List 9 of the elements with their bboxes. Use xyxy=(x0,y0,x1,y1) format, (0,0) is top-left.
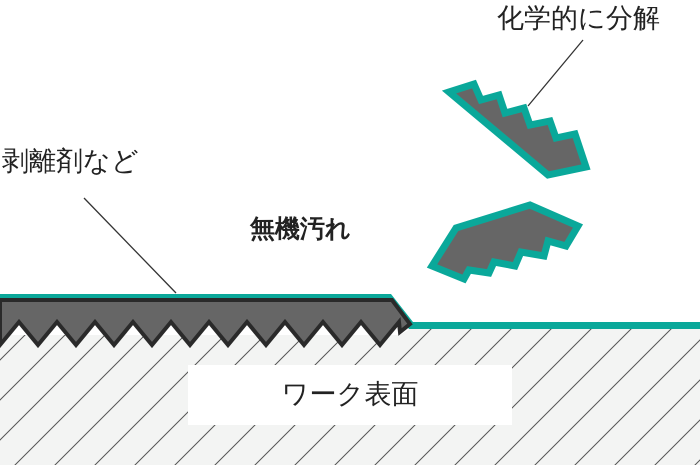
part-label: 無機汚れ xyxy=(250,213,351,245)
callout-label: 化学的に分解 xyxy=(497,2,660,36)
callout-label: 剥離剤など xyxy=(2,145,139,179)
leader-line xyxy=(528,40,584,106)
dirt-fragment xyxy=(426,201,584,284)
leader-line xyxy=(84,198,176,294)
dirt-fragment xyxy=(442,80,591,179)
dirt-layer xyxy=(0,298,413,351)
surface-label: ワーク表面 xyxy=(188,365,512,425)
